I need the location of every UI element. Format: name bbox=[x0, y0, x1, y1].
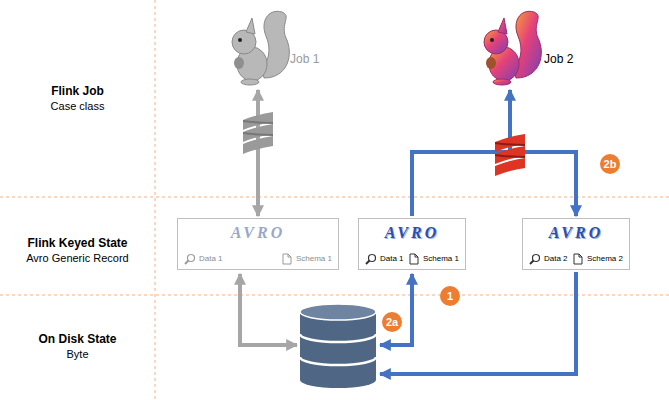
squirrel-logo bbox=[474, 8, 546, 88]
scala-logo bbox=[243, 112, 273, 154]
avro-logo: AVRO bbox=[549, 222, 603, 244]
layer-title: Flink Keyed State bbox=[0, 236, 155, 250]
magnifier-lens bbox=[188, 255, 195, 262]
document-outline bbox=[283, 254, 291, 264]
layer-subtitle: Case class bbox=[0, 100, 155, 112]
database-bottom bbox=[300, 372, 376, 388]
divider-line bbox=[0, 197, 669, 198]
avro-logo: AVRO bbox=[385, 222, 439, 244]
layer-title: Flink Job bbox=[0, 84, 155, 98]
scala-shade bbox=[243, 132, 273, 136]
callout-number: 1 bbox=[440, 286, 460, 306]
avro-field: Schema 1 bbox=[281, 252, 332, 266]
flow-arrow bbox=[412, 90, 510, 216]
flow-arrow bbox=[256, 90, 260, 216]
scala-shade bbox=[495, 142, 525, 146]
avro-field: Data 2 bbox=[529, 252, 568, 266]
magnifier-icon bbox=[529, 253, 541, 265]
layer-subtitle: Byte bbox=[0, 348, 155, 360]
data-label: Data 1 bbox=[199, 252, 223, 266]
database-band bbox=[300, 357, 376, 365]
squirrel-acorn bbox=[486, 57, 496, 69]
avro-logo: AVRO bbox=[231, 222, 285, 244]
magnifier-lens bbox=[533, 255, 540, 262]
avro-fields: Data 2 Schema 2 bbox=[529, 252, 623, 266]
magnifier-icon bbox=[184, 253, 196, 265]
disk-arrow bbox=[240, 274, 297, 345]
document-icon bbox=[572, 253, 584, 265]
magnifier-lens bbox=[369, 255, 376, 262]
layer-title: On Disk State bbox=[0, 332, 155, 346]
avro-field: Data 1 bbox=[184, 252, 223, 266]
scala-bar bbox=[243, 136, 273, 154]
avro-field: Schema 2 bbox=[572, 252, 623, 266]
schema-label: Schema 1 bbox=[423, 252, 459, 266]
avro-record-box: AVRO Data 2 Schema 2 bbox=[522, 218, 630, 270]
document-outline bbox=[410, 254, 418, 264]
squirrel-eye bbox=[490, 38, 494, 42]
magnifier-icon bbox=[365, 253, 377, 265]
squirrel-acorn bbox=[234, 57, 244, 69]
database-top bbox=[300, 304, 376, 320]
avro-fields: Data 1 Schema 1 bbox=[365, 252, 459, 266]
document-icon bbox=[281, 253, 293, 265]
data-label: Data 2 bbox=[544, 252, 568, 266]
scala-shade bbox=[495, 154, 525, 158]
flink-job-icon: Job 2 bbox=[474, 8, 546, 88]
avro-field: Data 1 bbox=[365, 252, 404, 266]
scala-bar bbox=[495, 158, 525, 176]
schema-label: Schema 1 bbox=[296, 252, 332, 266]
job-label: Job 1 bbox=[290, 52, 319, 66]
document-icon bbox=[408, 253, 420, 265]
magnifier-handle bbox=[530, 261, 534, 265]
avro-record-box: AVRO Data 1 Schema 1 bbox=[177, 218, 339, 270]
database-icon bbox=[300, 304, 376, 388]
magnifier-handle bbox=[366, 261, 370, 265]
squirrel-eye bbox=[238, 38, 242, 42]
squirrel-ear bbox=[498, 18, 507, 34]
scala-logo bbox=[495, 134, 525, 176]
disk-arrows bbox=[240, 272, 576, 374]
callout-number: 2b bbox=[600, 154, 620, 174]
avro-record-box: AVRO Data 1 Schema 1 bbox=[358, 218, 466, 270]
squirrel-foot bbox=[493, 79, 511, 85]
disk-arrow bbox=[380, 272, 576, 374]
database-band bbox=[300, 334, 376, 342]
disk-arrow bbox=[380, 274, 412, 345]
layer-subtitle: Avro Generic Record bbox=[0, 252, 155, 264]
magnifier-handle bbox=[185, 261, 189, 265]
squirrel-logo bbox=[222, 8, 294, 88]
avro-field: Schema 1 bbox=[408, 252, 459, 266]
data-label: Data 1 bbox=[380, 252, 404, 266]
squirrel-ear bbox=[246, 18, 255, 34]
divider-line bbox=[0, 295, 669, 296]
flink-job-icon: Job 1 bbox=[222, 8, 294, 88]
database-body bbox=[300, 312, 376, 380]
squirrel-foot bbox=[241, 79, 259, 85]
callout-number: 2a bbox=[382, 312, 402, 332]
document-outline bbox=[574, 254, 582, 264]
avro-fields: Data 1 Schema 1 bbox=[184, 252, 332, 266]
job-label: Job 2 bbox=[544, 52, 573, 66]
scala-shade bbox=[243, 120, 273, 124]
divider-line bbox=[155, 0, 156, 400]
schema-label: Schema 2 bbox=[587, 252, 623, 266]
